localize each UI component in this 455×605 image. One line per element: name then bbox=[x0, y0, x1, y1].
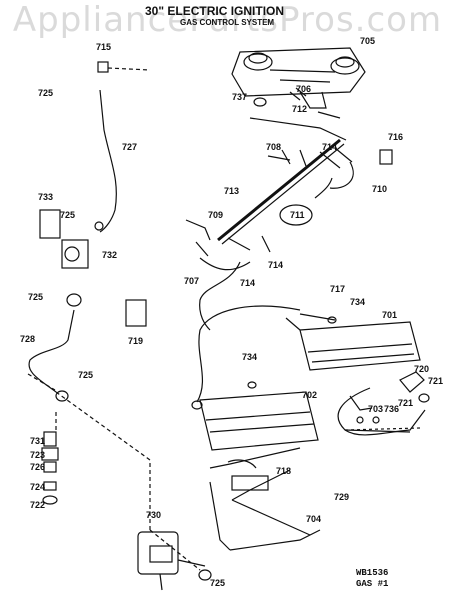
part-number-label: 708 bbox=[266, 142, 281, 152]
burner-pan-702 bbox=[199, 391, 319, 451]
disc-711 bbox=[279, 204, 313, 226]
part-number-label: 724 bbox=[30, 482, 45, 492]
model-code-line2: GAS #1 bbox=[356, 579, 389, 589]
part-number-label: 733 bbox=[38, 192, 53, 202]
part-number-label: 732 bbox=[102, 250, 117, 260]
part-719 bbox=[125, 299, 147, 327]
part-number-label: 715 bbox=[96, 42, 111, 52]
part-number-label: 725 bbox=[60, 210, 75, 220]
part-number-label: 725 bbox=[210, 578, 225, 588]
part-number-label: 713 bbox=[224, 186, 239, 196]
part-number-label: 725 bbox=[28, 292, 43, 302]
part-number-label: 731 bbox=[30, 436, 45, 446]
part-number-label: 719 bbox=[128, 336, 143, 346]
part-number-label: 704 bbox=[306, 514, 321, 524]
diagram-title: 30" ELECTRIC IGNITION bbox=[145, 4, 285, 18]
part-number-label: 725 bbox=[78, 370, 93, 380]
part-number-label: 729 bbox=[334, 492, 349, 502]
part-number-label: 720 bbox=[414, 364, 429, 374]
part-number-label: 737 bbox=[232, 92, 247, 102]
part-number-label: 721 bbox=[398, 398, 413, 408]
part-number-label: 726 bbox=[30, 462, 45, 472]
part-number-label: 710 bbox=[372, 184, 387, 194]
part-number-label: 705 bbox=[360, 36, 375, 46]
part-number-label: 712 bbox=[292, 104, 307, 114]
fitting-725 bbox=[66, 293, 82, 307]
part-number-label: 718 bbox=[276, 466, 291, 476]
bracket-733 bbox=[39, 209, 61, 239]
part-number-label: 734 bbox=[242, 352, 257, 362]
part-number-label: 717 bbox=[330, 284, 345, 294]
part-number-label: 722 bbox=[30, 500, 45, 510]
part-732 bbox=[61, 239, 89, 269]
clip-737 bbox=[253, 97, 267, 107]
part-number-label: 728 bbox=[20, 334, 35, 344]
burner-assembly bbox=[231, 47, 366, 109]
part-number-label: 709 bbox=[208, 210, 223, 220]
part-number-label: 714 bbox=[240, 278, 255, 288]
part-number-label: 727 bbox=[122, 142, 137, 152]
part-number-label: 716 bbox=[388, 132, 403, 142]
tube-712 bbox=[249, 117, 347, 141]
regulator-stack bbox=[41, 431, 59, 505]
part-number-label: 723 bbox=[30, 450, 45, 460]
part-number-label: 714 bbox=[268, 260, 283, 270]
part-number-label: 707 bbox=[184, 276, 199, 286]
part-number-label: 721 bbox=[428, 376, 443, 386]
part-number-label: 736 bbox=[384, 404, 399, 414]
part-number-label: 703 bbox=[368, 404, 383, 414]
part-number-label: 725 bbox=[38, 88, 53, 98]
burner-pan-701 bbox=[285, 317, 421, 371]
manifold-713 bbox=[217, 138, 341, 242]
diagram-subtitle: GAS CONTROL SYSTEM bbox=[180, 18, 275, 27]
part-number-label: 701 bbox=[382, 310, 397, 320]
part-715 bbox=[97, 61, 109, 73]
model-code: WB1536 GAS #1 bbox=[356, 568, 388, 590]
part-716 bbox=[379, 149, 393, 165]
part-718 bbox=[231, 475, 269, 491]
part-number-label: 706 bbox=[296, 84, 311, 94]
part-number-label: 714 bbox=[322, 142, 337, 152]
part-number-label: 711 bbox=[290, 210, 305, 220]
model-code-line1: WB1536 bbox=[356, 568, 389, 578]
part-number-label: 702 bbox=[302, 390, 317, 400]
gas-valve-730 bbox=[137, 531, 206, 591]
part-number-label: 734 bbox=[350, 297, 365, 307]
part-number-label: 730 bbox=[146, 510, 161, 520]
